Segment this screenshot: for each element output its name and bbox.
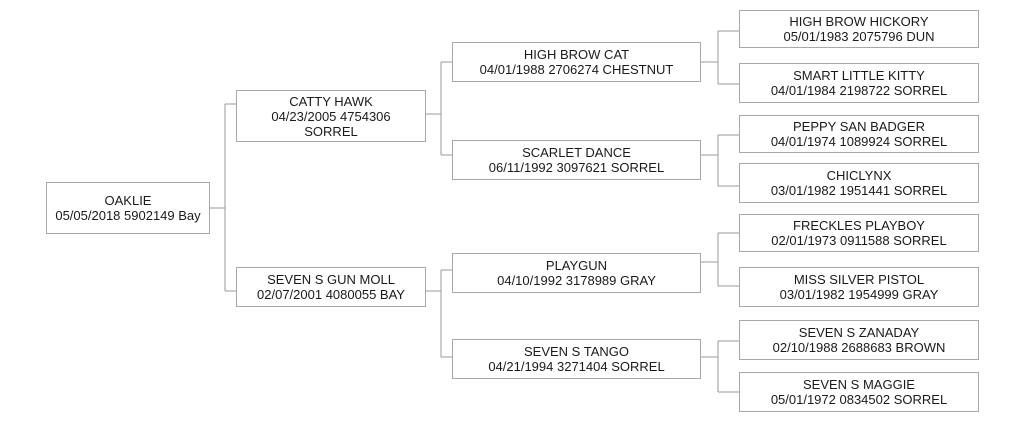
ss-dam-name: SMART LITTLE KITTY xyxy=(793,68,925,83)
subject-name: OAKLIE xyxy=(104,193,152,208)
sire-dam-node[interactable]: SCARLET DANCE 06/11/1992 3097621 SORREL xyxy=(452,140,701,180)
dd-sire-node[interactable]: SEVEN S ZANADAY 02/10/1988 2688683 BROWN xyxy=(739,320,979,360)
sire-sire-node[interactable]: HIGH BROW CAT 04/01/1988 2706274 CHESTNU… xyxy=(452,42,701,82)
subject-info: 05/05/2018 5902149 Bay xyxy=(55,208,201,223)
ss-dam-info: 04/01/1984 2198722 SORREL xyxy=(770,83,948,98)
dam-dam-info: 04/21/1994 3271404 SORREL xyxy=(488,359,665,374)
sire-dam-name: SCARLET DANCE xyxy=(522,145,631,160)
dam-sire-name: PLAYGUN xyxy=(545,258,608,273)
sire-node[interactable]: CATTY HAWK 04/23/2005 4754306 SORREL xyxy=(236,90,426,142)
sire-sire-name: HIGH BROW CAT xyxy=(523,47,630,62)
sire-info: 04/23/2005 4754306 xyxy=(271,108,391,124)
ss-sire-node[interactable]: HIGH BROW HICKORY 05/01/1983 2075796 DUN xyxy=(739,10,979,48)
subject-node[interactable]: OAKLIE 05/05/2018 5902149 Bay xyxy=(46,182,210,234)
ds-dam-node[interactable]: MISS SILVER PISTOL 03/01/1982 1954999 GR… xyxy=(739,267,979,307)
sd-dam-name: CHICLYNX xyxy=(826,168,892,183)
ss-sire-info: 05/01/1983 2075796 DUN xyxy=(783,29,935,44)
sd-sire-name: PEPPY SAN BADGER xyxy=(793,119,925,134)
ds-dam-info: 03/01/1982 1954999 GRAY xyxy=(779,287,939,302)
sire-sire-info: 04/01/1988 2706274 CHESTNUT xyxy=(479,62,674,77)
dd-sire-info: 02/10/1988 2688683 BROWN xyxy=(772,340,946,355)
sd-sire-info: 04/01/1974 1089924 SORREL xyxy=(770,134,948,149)
sire-name: CATTY HAWK xyxy=(289,93,373,109)
dam-info: 02/07/2001 4080055 BAY xyxy=(257,287,405,302)
sd-dam-node[interactable]: CHICLYNX 03/01/1982 1951441 SORREL xyxy=(739,163,979,203)
dd-dam-info: 05/01/1972 0834502 SORREL xyxy=(770,392,948,407)
dam-dam-node[interactable]: SEVEN S TANGO 04/21/1994 3271404 SORREL xyxy=(452,339,701,379)
ss-dam-node[interactable]: SMART LITTLE KITTY 04/01/1984 2198722 SO… xyxy=(739,63,979,103)
sire-dam-info: 06/11/1992 3097621 SORREL xyxy=(488,160,665,175)
ds-dam-name: MISS SILVER PISTOL xyxy=(793,272,925,287)
dam-dam-name: SEVEN S TANGO xyxy=(524,344,629,359)
sire-color: SORREL xyxy=(304,123,358,139)
ds-sire-node[interactable]: FRECKLES PLAYBOY 02/01/1973 0911588 SORR… xyxy=(739,214,979,252)
sd-sire-node[interactable]: PEPPY SAN BADGER 04/01/1974 1089924 SORR… xyxy=(739,115,979,153)
dam-sire-info: 04/10/1992 3178989 GRAY xyxy=(497,273,656,288)
ss-sire-name: HIGH BROW HICKORY xyxy=(789,14,929,29)
dd-sire-name: SEVEN S ZANADAY xyxy=(798,325,920,340)
dam-name: SEVEN S GUN MOLL xyxy=(267,272,395,287)
dd-dam-node[interactable]: SEVEN S MAGGIE 05/01/1972 0834502 SORREL xyxy=(739,372,979,412)
dam-node[interactable]: SEVEN S GUN MOLL 02/07/2001 4080055 BAY xyxy=(236,267,426,307)
ds-sire-info: 02/01/1973 0911588 SORREL xyxy=(771,233,947,248)
dd-dam-name: SEVEN S MAGGIE xyxy=(803,377,915,392)
sd-dam-info: 03/01/1982 1951441 SORREL xyxy=(770,183,948,198)
dam-sire-node[interactable]: PLAYGUN 04/10/1992 3178989 GRAY xyxy=(452,253,701,293)
ds-sire-name: FRECKLES PLAYBOY xyxy=(793,218,925,233)
